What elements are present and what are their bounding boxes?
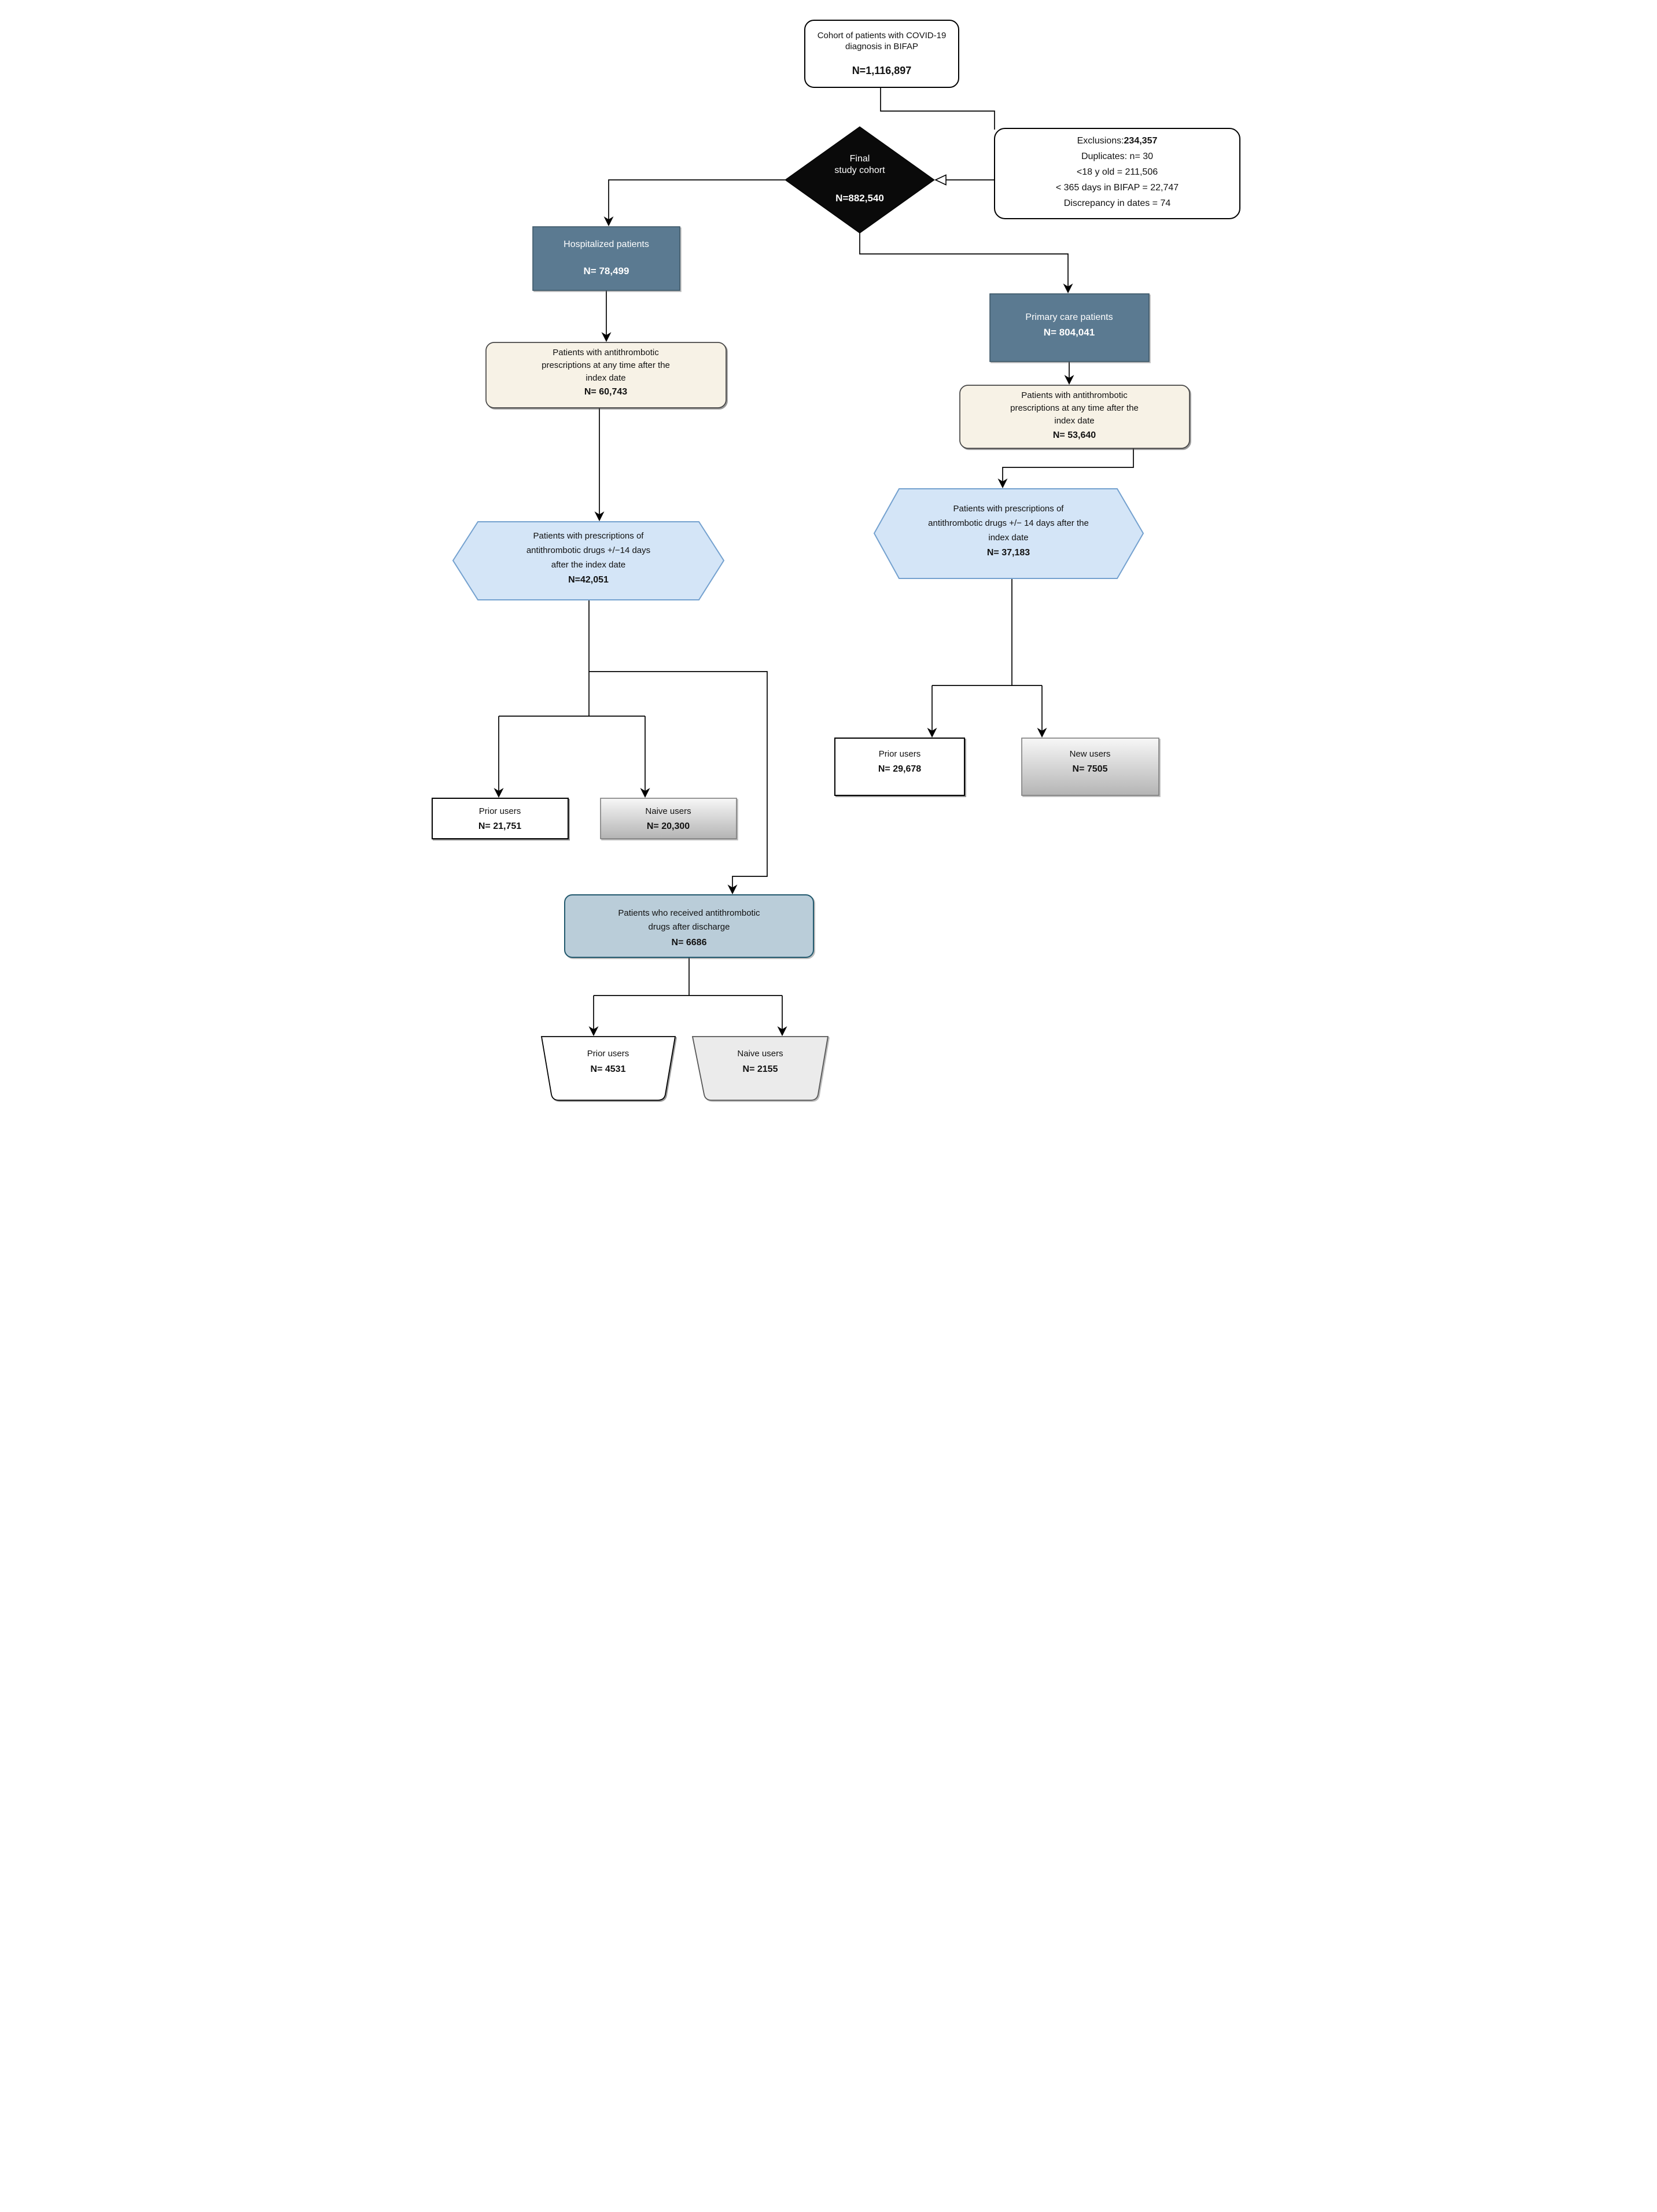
hosp-rx-line1: Patients with antithrombotic: [553, 348, 659, 357]
hosp-rx-line3: index date: [586, 373, 625, 383]
pc-rx-line1: Patients with antithrombotic: [1021, 390, 1128, 400]
pc-antithrombotic-rx-box: Patients with antithrombotic prescriptio…: [959, 385, 1190, 449]
connector-diamond-to-hospitalized: [603, 179, 785, 227]
hospitalized-label: Hospitalized patients: [564, 239, 649, 249]
connector-rx-to-window-right: [997, 448, 1134, 489]
pc-rx-line3: index date: [1054, 416, 1094, 426]
cohort-text-line2: diagnosis in BIFAP: [845, 42, 918, 51]
discharge-naive-label: Naive users: [737, 1049, 783, 1059]
pc-rx-n-value: N= 53,640: [1053, 430, 1096, 440]
flow-diagram-canvas: Cohort of patients with COVID-19 diagnos…: [414, 0, 1243, 1106]
hosp-rx-line2: prescriptions at any time after the: [542, 360, 670, 370]
pc-window-line3: index date: [988, 533, 1028, 543]
discharge-naive-n-value: N= 2155: [743, 1064, 778, 1074]
hosp-rx-n-value: N= 60,743: [584, 387, 627, 397]
exclusions-total: 234,357: [1124, 136, 1158, 146]
primary-care-box: Primary care patients N= 804,041: [989, 293, 1150, 362]
cohort-box: Cohort of patients with COVID-19 diagnos…: [804, 20, 959, 88]
discharge-line2: drugs after discharge: [649, 922, 730, 932]
hosp-window-line2: antithrombotic drugs +/−14 days: [526, 545, 650, 555]
hosp-prior-n-value: N= 21,751: [478, 821, 521, 831]
exclusion-item-duplicates: Duplicates: n= 30: [1081, 152, 1153, 161]
hosp-naive-n-value: N= 20,300: [647, 821, 690, 831]
exclusion-item-date-discrepancy: Discrepancy in dates = 74: [1064, 198, 1171, 208]
pc-prior-users-box: Prior users N= 29,678: [834, 738, 965, 796]
hosp-prior-users-box: Prior users N= 21,751: [432, 798, 569, 839]
discharge-prior-n-value: N= 4531: [591, 1064, 626, 1074]
open-arrowhead-into-diamond: [934, 174, 947, 186]
final-cohort-diamond: Final study cohort N=882,540: [785, 126, 935, 234]
exclusions-label: Exclusions:: [1077, 136, 1124, 146]
hospitalized-n-value: N= 78,499: [584, 266, 629, 276]
pc-new-label: New users: [1070, 749, 1111, 759]
connector-cohort-to-exclusions: [880, 87, 995, 130]
pc-window-n-value: N= 37,183: [987, 548, 1030, 558]
hosp-antithrombotic-rx-box: Patients with antithrombotic prescriptio…: [485, 342, 727, 408]
hosp-window-line1: Patients with prescriptions of: [533, 531, 645, 541]
discharge-box: Patients who received antithrombotic dru…: [564, 894, 814, 958]
hosp-window-n-value: N=42,051: [568, 575, 609, 585]
exclusions-title: Exclusions:234,357: [1077, 136, 1158, 146]
cohort-n-value: N=1,116,897: [852, 65, 912, 76]
hosp-naive-label: Naive users: [645, 806, 691, 816]
hosp-window-hexagon: Patients with prescriptions of antithrom…: [452, 521, 725, 600]
pc-prior-n-value: N= 29,678: [878, 764, 921, 774]
exclusion-item-bifap-days: < 365 days in BIFAP = 22,747: [1056, 183, 1179, 193]
exclusions-box: Exclusions:234,357 Duplicates: n= 30 <18…: [994, 128, 1240, 219]
final-cohort-line1: Final: [850, 154, 870, 164]
discharge-n-value: N= 6686: [672, 938, 707, 948]
final-cohort-n-value: N=882,540: [835, 193, 884, 204]
discharge-prior-trapezoid: Prior users N= 4531: [540, 1036, 676, 1101]
patient-flow-diagram: Cohort of patients with COVID-19 diagnos…: [432, 20, 1240, 1101]
pc-window-line1: Patients with prescriptions of: [953, 504, 1065, 514]
pc-rx-line2: prescriptions at any time after the: [1010, 403, 1139, 413]
pc-window-line2: antithrombotic drugs +/− 14 days after t…: [928, 518, 1089, 528]
hosp-naive-users-box: Naive users N= 20,300: [600, 798, 737, 839]
pc-new-users-box: New users N= 7505: [1021, 738, 1159, 796]
pc-new-n-value: N= 7505: [1073, 764, 1108, 774]
final-cohort-line2: study cohort: [834, 165, 885, 175]
exclusion-item-age: <18 y old = 211,506: [1077, 167, 1158, 177]
primary-care-n-value: N= 804,041: [1044, 327, 1095, 338]
discharge-prior-label: Prior users: [587, 1049, 629, 1059]
hospitalized-box: Hospitalized patients N= 78,499: [532, 226, 680, 291]
discharge-naive-trapezoid: Naive users N= 2155: [691, 1036, 829, 1101]
primary-care-label: Primary care patients: [1025, 312, 1113, 322]
connector-window-left-to-discharge: [589, 671, 768, 895]
connector-diamond-to-primary-care: [859, 233, 1073, 294]
pc-prior-label: Prior users: [879, 749, 921, 759]
pc-window-hexagon: Patients with prescriptions of antithrom…: [873, 488, 1144, 579]
hosp-prior-label: Prior users: [479, 806, 521, 816]
discharge-line1: Patients who received antithrombotic: [618, 908, 760, 918]
hosp-window-line3: after the index date: [551, 560, 625, 570]
cohort-text-line1: Cohort of patients with COVID-19: [818, 31, 947, 40]
